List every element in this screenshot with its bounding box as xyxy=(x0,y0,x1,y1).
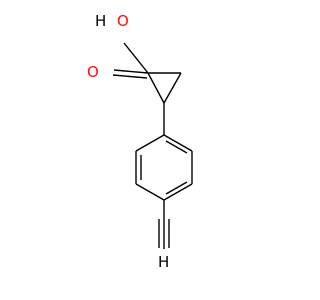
bond-ring-3 xyxy=(147,72,165,104)
atom-carbonyl-o-label: O xyxy=(87,63,99,81)
bond-benzene-4 xyxy=(135,183,165,201)
bond-benzene-6 xyxy=(135,134,165,152)
bond-ring-2 xyxy=(163,72,182,104)
atom-terminal-h-label: H xyxy=(158,253,169,271)
atom-hydroxyl-h-label: H xyxy=(95,12,106,30)
bond-c-o-double-outer xyxy=(113,69,149,74)
bond-c-o-double-inner xyxy=(112,74,148,79)
molecule-structure: H O O H xyxy=(87,12,193,271)
bond-benzene-1 xyxy=(163,134,193,152)
bond-benzene-inner-1 xyxy=(165,140,188,154)
bond-benzene-inner-2 xyxy=(165,181,188,195)
bond-c-oh xyxy=(123,42,149,74)
bond-benzene-3 xyxy=(163,183,193,201)
atom-hydroxyl-o-label: O xyxy=(117,12,129,30)
structure-canvas: H O O H xyxy=(87,12,193,271)
